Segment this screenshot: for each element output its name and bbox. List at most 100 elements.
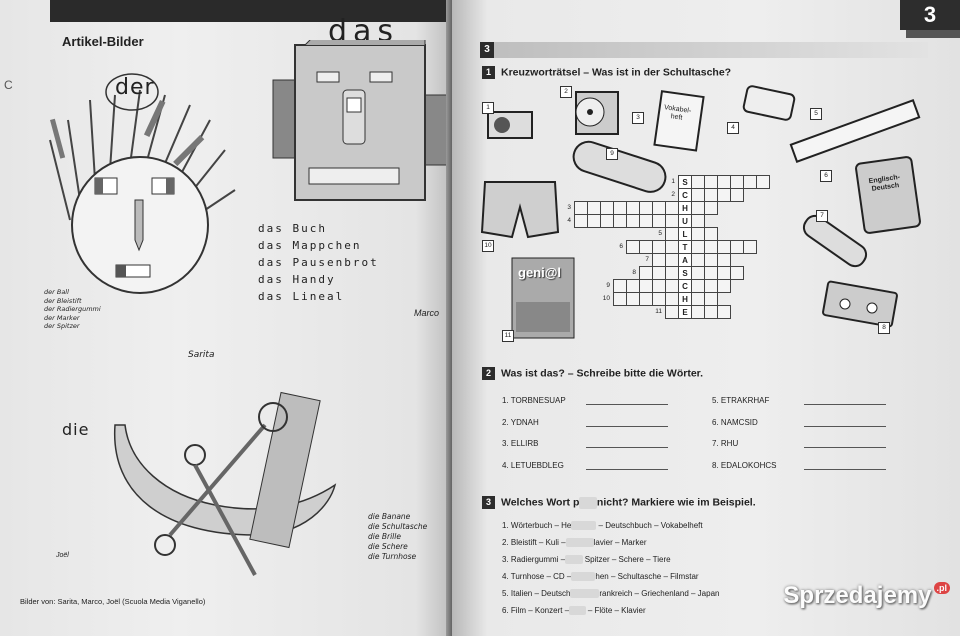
object-number: 2 bbox=[560, 86, 572, 98]
crossword-cell[interactable] bbox=[613, 201, 627, 215]
answer-line[interactable] bbox=[586, 447, 668, 448]
crossword-cell[interactable] bbox=[639, 240, 653, 254]
crossword-row-number: 2 bbox=[671, 191, 675, 198]
crossword-cell[interactable] bbox=[717, 253, 731, 267]
crossword-cell[interactable] bbox=[652, 240, 666, 254]
crossword-cell[interactable] bbox=[665, 266, 679, 280]
crossword-cell[interactable] bbox=[652, 214, 666, 228]
crossword-cell[interactable] bbox=[730, 175, 744, 189]
crossword-cell[interactable] bbox=[613, 292, 627, 306]
crossword-cell[interactable] bbox=[639, 214, 653, 228]
solution-cell: H bbox=[678, 201, 692, 215]
crossword-cell[interactable] bbox=[704, 175, 718, 189]
crossword-cell[interactable] bbox=[717, 305, 731, 319]
answer-line[interactable] bbox=[586, 469, 668, 470]
crossword-cell[interactable] bbox=[717, 279, 731, 293]
textbook-icon bbox=[511, 257, 575, 339]
crossword-cell[interactable] bbox=[704, 266, 718, 280]
crossword-cell[interactable] bbox=[665, 305, 679, 319]
crossword-cell[interactable] bbox=[600, 214, 614, 228]
crossword-cell[interactable] bbox=[652, 253, 666, 267]
crossword-cell[interactable] bbox=[665, 279, 679, 293]
answer-line[interactable] bbox=[586, 404, 668, 405]
crossword-cell[interactable] bbox=[665, 227, 679, 241]
crossword-cell[interactable] bbox=[691, 279, 705, 293]
object-number: 8 bbox=[878, 322, 890, 334]
crossword-cell[interactable] bbox=[756, 175, 770, 189]
crossword-cell[interactable] bbox=[639, 279, 653, 293]
solution-cell: U bbox=[678, 214, 692, 228]
crossword-cell[interactable] bbox=[691, 188, 705, 202]
crossword-cell[interactable] bbox=[574, 214, 588, 228]
crossword-cell[interactable] bbox=[691, 266, 705, 280]
crossword-cell[interactable] bbox=[574, 201, 588, 215]
answer-line[interactable] bbox=[804, 426, 886, 427]
crossword-cell[interactable] bbox=[613, 214, 627, 228]
crossword-cell[interactable] bbox=[600, 201, 614, 215]
answer-line[interactable] bbox=[586, 426, 668, 427]
crossword-cell[interactable] bbox=[691, 214, 705, 228]
crossword-cell[interactable] bbox=[717, 240, 731, 254]
crossword-cell[interactable] bbox=[665, 214, 679, 228]
crossword-cell[interactable] bbox=[665, 201, 679, 215]
answer-line[interactable] bbox=[804, 404, 886, 405]
crossword-cell[interactable] bbox=[730, 188, 744, 202]
der-artist: Sarita bbox=[188, 350, 215, 360]
occluded-text: ft – CD bbox=[571, 521, 597, 530]
crossword-cell[interactable] bbox=[652, 292, 666, 306]
crossword-cell[interactable] bbox=[639, 292, 653, 306]
crossword-cell[interactable] bbox=[743, 240, 757, 254]
crossword-cell[interactable] bbox=[704, 279, 718, 293]
crossword-cell[interactable] bbox=[626, 240, 640, 254]
crossword-cell[interactable] bbox=[691, 292, 705, 306]
answer-line[interactable] bbox=[804, 469, 886, 470]
crossword-cell[interactable] bbox=[730, 266, 744, 280]
crossword-cell[interactable] bbox=[717, 266, 731, 280]
crossword-cell[interactable] bbox=[691, 201, 705, 215]
crossword-cell[interactable] bbox=[691, 305, 705, 319]
crossword-cell[interactable] bbox=[587, 214, 601, 228]
crossword-cell[interactable] bbox=[704, 188, 718, 202]
crossword-cell[interactable] bbox=[717, 188, 731, 202]
crossword-cell[interactable] bbox=[626, 292, 640, 306]
crossword-cell[interactable] bbox=[665, 253, 679, 267]
crossword-cell[interactable] bbox=[652, 201, 666, 215]
crossword-cell[interactable] bbox=[704, 240, 718, 254]
crossword-cell[interactable] bbox=[652, 279, 666, 293]
odd-one-out-item: 6. Film – Konzert –Jazz – Flöte – Klavie… bbox=[502, 606, 646, 615]
der-item: der Bleistift bbox=[44, 296, 82, 305]
das-item: das Handy bbox=[258, 273, 336, 286]
answer-line[interactable] bbox=[804, 447, 886, 448]
crossword-cell[interactable] bbox=[626, 201, 640, 215]
crossword-cell[interactable] bbox=[639, 266, 653, 280]
crossword-cell[interactable] bbox=[730, 240, 744, 254]
die-artist: Joël bbox=[56, 552, 69, 559]
crossword-cell[interactable] bbox=[717, 175, 731, 189]
task-number: 1 bbox=[482, 66, 495, 79]
crossword-cell[interactable] bbox=[691, 227, 705, 241]
crossword-cell[interactable] bbox=[704, 227, 718, 241]
crossword-cell[interactable] bbox=[743, 175, 757, 189]
crossword-cell[interactable] bbox=[691, 175, 705, 189]
das-artist: Marco bbox=[414, 308, 440, 318]
crossword-cell[interactable] bbox=[652, 266, 666, 280]
crossword-cell[interactable] bbox=[691, 253, 705, 267]
crossword-cell[interactable] bbox=[704, 305, 718, 319]
crossword-row-number: 8 bbox=[632, 269, 636, 276]
dictionary-icon bbox=[855, 156, 921, 234]
der-item: der Marker bbox=[44, 313, 80, 322]
crossword-cell[interactable] bbox=[626, 214, 640, 228]
crossword-cell[interactable] bbox=[665, 292, 679, 306]
crossword-cell[interactable] bbox=[639, 201, 653, 215]
crossword-cell[interactable] bbox=[626, 279, 640, 293]
crossword-cell[interactable] bbox=[704, 292, 718, 306]
crossword-cell[interactable] bbox=[587, 201, 601, 215]
crossword-cell[interactable] bbox=[704, 201, 718, 215]
item-start: 3. Radiergummi – bbox=[502, 555, 566, 564]
crossword-cell[interactable] bbox=[613, 279, 627, 293]
crossword-row-number: 3 bbox=[567, 204, 571, 211]
crossword-cell[interactable] bbox=[665, 240, 679, 254]
crossword-cell[interactable] bbox=[704, 253, 718, 267]
crossword-cell[interactable] bbox=[691, 240, 705, 254]
